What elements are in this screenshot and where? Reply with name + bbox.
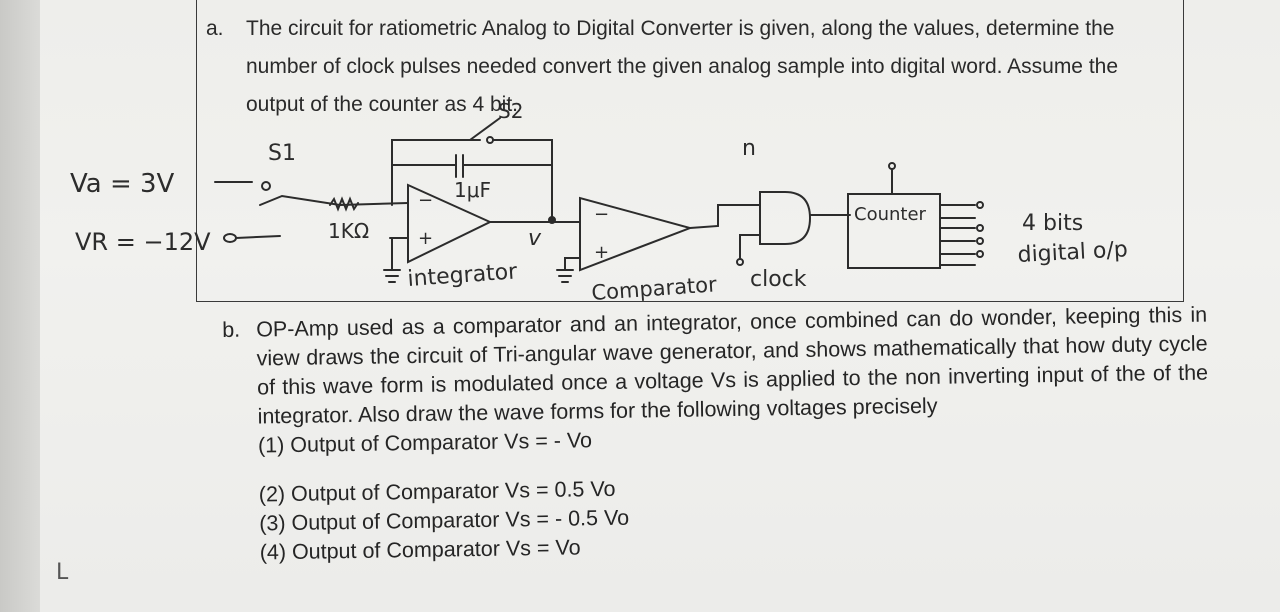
feedback-wire-left: [391, 139, 471, 206]
question-a: a. The circuit for ratiometric Analog to…: [206, 10, 1181, 124]
node-v-label: v: [528, 226, 542, 251]
counter-box: [847, 193, 941, 269]
integrator-plus: +: [418, 228, 433, 249]
integrator-opamp: [407, 183, 493, 264]
vr-terminal: [223, 233, 237, 243]
vr-label: VR = −12V: [75, 228, 211, 256]
and-gate: [759, 191, 812, 245]
clock-wire: [739, 234, 761, 259]
question-b: b. OP-Amp used as a comparator and an in…: [222, 301, 1211, 568]
comparator-plus: +: [594, 242, 609, 263]
capacitor-branch: [391, 154, 553, 218]
integrator-label: integrator: [407, 259, 519, 292]
integrator-minus: −: [418, 190, 433, 211]
s1-label: S1: [268, 141, 296, 166]
clock-label: clock: [750, 267, 807, 292]
s1-blade: [259, 194, 409, 207]
question-b-label: b.: [222, 317, 241, 342]
margin-pen-mark: L: [56, 560, 69, 585]
comparator-minus: −: [594, 204, 609, 225]
resistor-zigzag: [329, 196, 359, 212]
output-label-line2: digital o/p: [1017, 237, 1128, 268]
output-label-line1: 4 bits: [1022, 211, 1083, 236]
capacitor-label: 1μF: [454, 178, 491, 202]
question-a-box: [196, 0, 1184, 302]
comparator-opamp: [579, 196, 694, 272]
s2-blade: [469, 117, 501, 141]
comparator-output-wire: [689, 204, 761, 229]
s1-contact: [261, 181, 271, 191]
comparator-ground: [556, 269, 574, 283]
counter-label: Counter: [854, 204, 927, 225]
va-label: Va = 3V: [70, 169, 175, 199]
question-b-text: OP-Amp used as a comparator and an integ…: [256, 302, 1209, 429]
gate-input-label: n: [742, 136, 756, 161]
resistor-label: 1KΩ: [328, 219, 369, 243]
s2-label: S2: [498, 99, 523, 123]
question-a-label: a.: [206, 17, 224, 40]
comparator-label: Comparator: [591, 272, 718, 305]
integrator-ground: [383, 269, 401, 283]
vr-wire: [235, 235, 281, 239]
paper-sheet: [40, 0, 1280, 612]
question-a-text: The circuit for ratiometric Analog to Di…: [246, 17, 1119, 116]
